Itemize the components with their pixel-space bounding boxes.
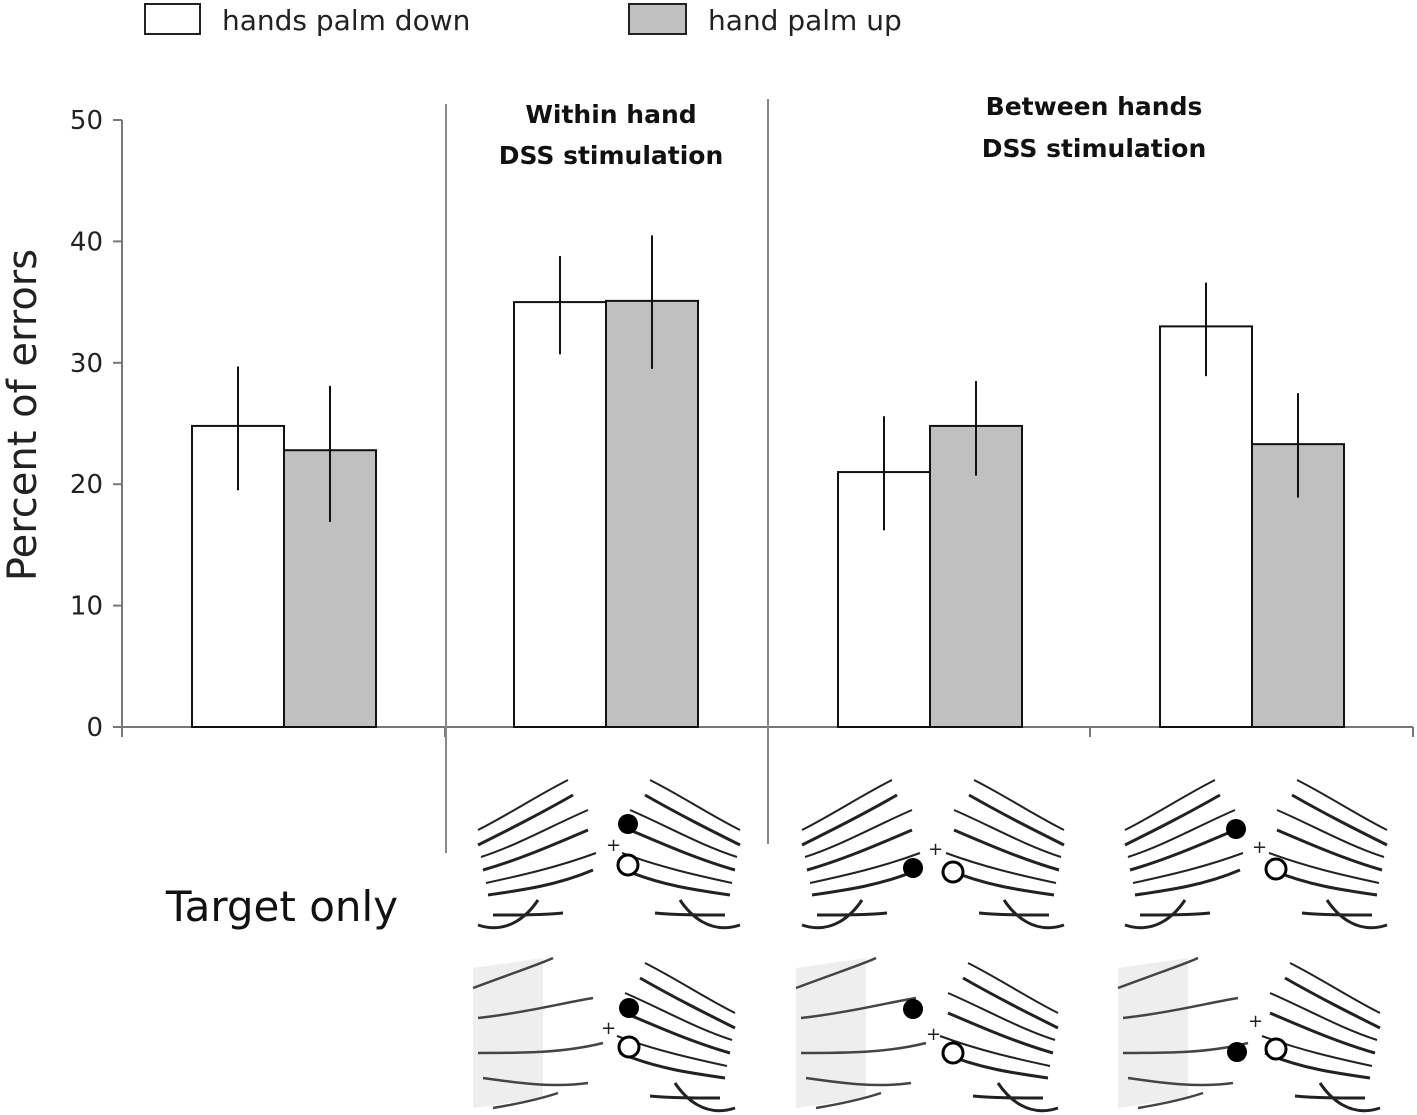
y-axis-label: Percent of errors: [0, 249, 46, 581]
bar-palm-down-1: [513, 301, 607, 728]
hand-diagram-between1-up: +: [794, 956, 1060, 1113]
y-tick-label: 50: [70, 106, 103, 136]
panel-title-within-line1: Within hand: [525, 100, 696, 129]
legend-swatch-palm-up: [628, 3, 687, 35]
y-ticks: 0 10 20 30 40 50: [70, 106, 122, 743]
legend-swatch-palm-down: [144, 3, 201, 35]
bar-palm-down-3: [1159, 325, 1253, 728]
y-tick-label: 30: [70, 349, 103, 379]
hand-diagram-between2-up: +: [1116, 956, 1382, 1113]
panel-title-between-line2: DSS stimulation: [982, 134, 1207, 163]
panel-title-within-line2: DSS stimulation: [499, 141, 724, 170]
y-tick-label: 0: [86, 713, 103, 743]
y-tick-label: 10: [70, 592, 103, 622]
legend-label-palm-up: hand palm up: [708, 4, 902, 37]
panel-title-between-line1: Between hands: [986, 92, 1203, 121]
bar-palm-up-1: [605, 299, 699, 728]
svg-text:+: +: [606, 835, 621, 856]
svg-text:+: +: [1252, 837, 1267, 858]
svg-text:+: +: [1248, 1011, 1263, 1032]
legend-label-palm-down: hands palm down: [222, 4, 470, 37]
y-tick-label: 40: [70, 227, 103, 257]
bar-palm-up-2: [929, 424, 1023, 728]
hand-diagram-within-up: +: [471, 956, 737, 1113]
hand-diagram-between1-down: +: [800, 778, 1066, 930]
svg-text:+: +: [928, 839, 943, 860]
error-bars: [237, 235, 1299, 531]
svg-text:+: +: [926, 1024, 941, 1045]
legend: hands palm down hand palm up: [144, 3, 902, 37]
hand-diagram-within-down: +: [476, 778, 742, 930]
hand-diagram-between2-down: +: [1123, 778, 1389, 930]
svg-text:+: +: [601, 1018, 616, 1039]
y-tick-label: 20: [70, 470, 103, 500]
target-only-label: Target only: [165, 882, 398, 931]
hand-illustrations: + + + + +: [471, 778, 1389, 1113]
